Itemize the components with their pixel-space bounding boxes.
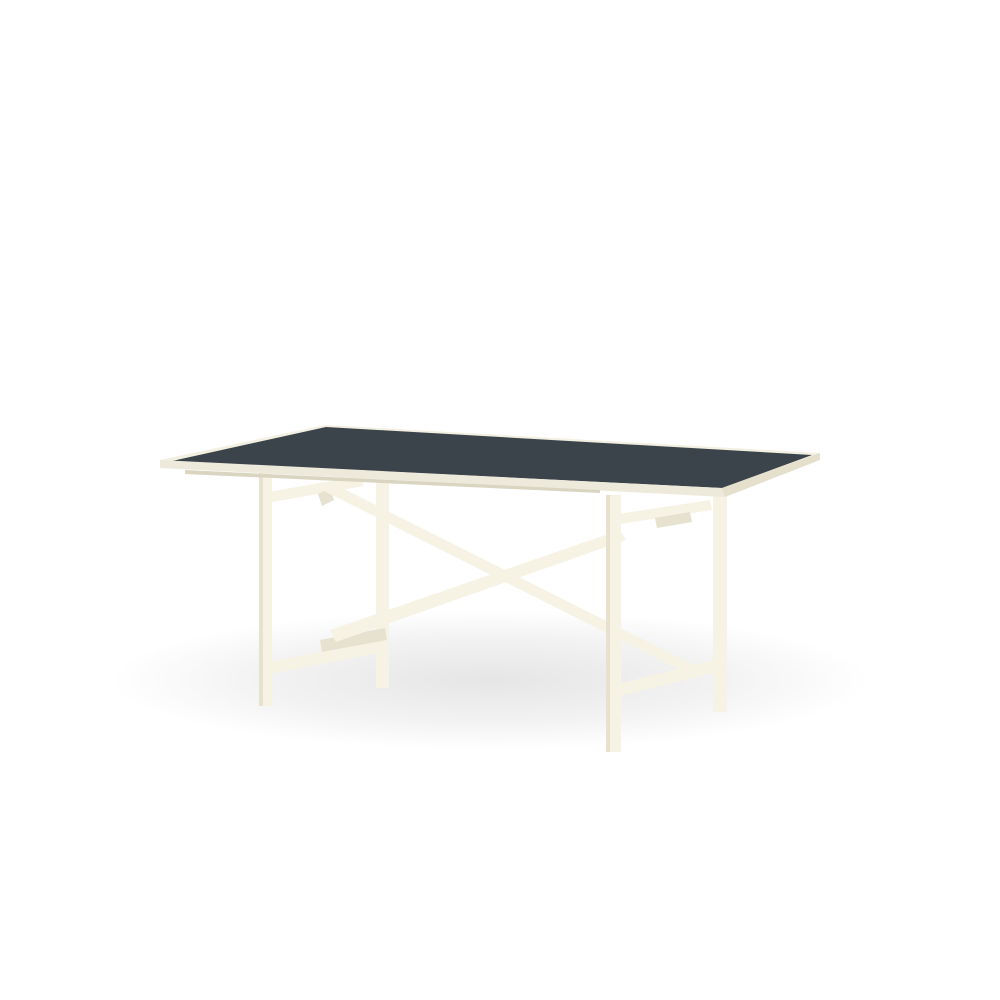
tabletop	[160, 425, 820, 497]
leg-front-right-side	[606, 495, 610, 752]
tabletop-surface	[172, 427, 812, 488]
leg-back-right	[713, 489, 727, 712]
table-frame	[259, 472, 727, 752]
leg-front-left-side	[259, 472, 263, 706]
floor-shadow	[110, 610, 870, 750]
rail-lower-left-tab	[320, 628, 387, 652]
tabletop-right-edge	[722, 453, 820, 497]
rail-upper-right	[618, 500, 712, 524]
rail-mid-right	[655, 512, 692, 528]
rail-upper-left	[268, 476, 364, 502]
rail-lower-left	[268, 640, 382, 674]
tabletop-front-edge	[160, 460, 725, 497]
cross-brace-b	[330, 530, 626, 642]
tabletop-underside-shadow	[185, 470, 600, 493]
